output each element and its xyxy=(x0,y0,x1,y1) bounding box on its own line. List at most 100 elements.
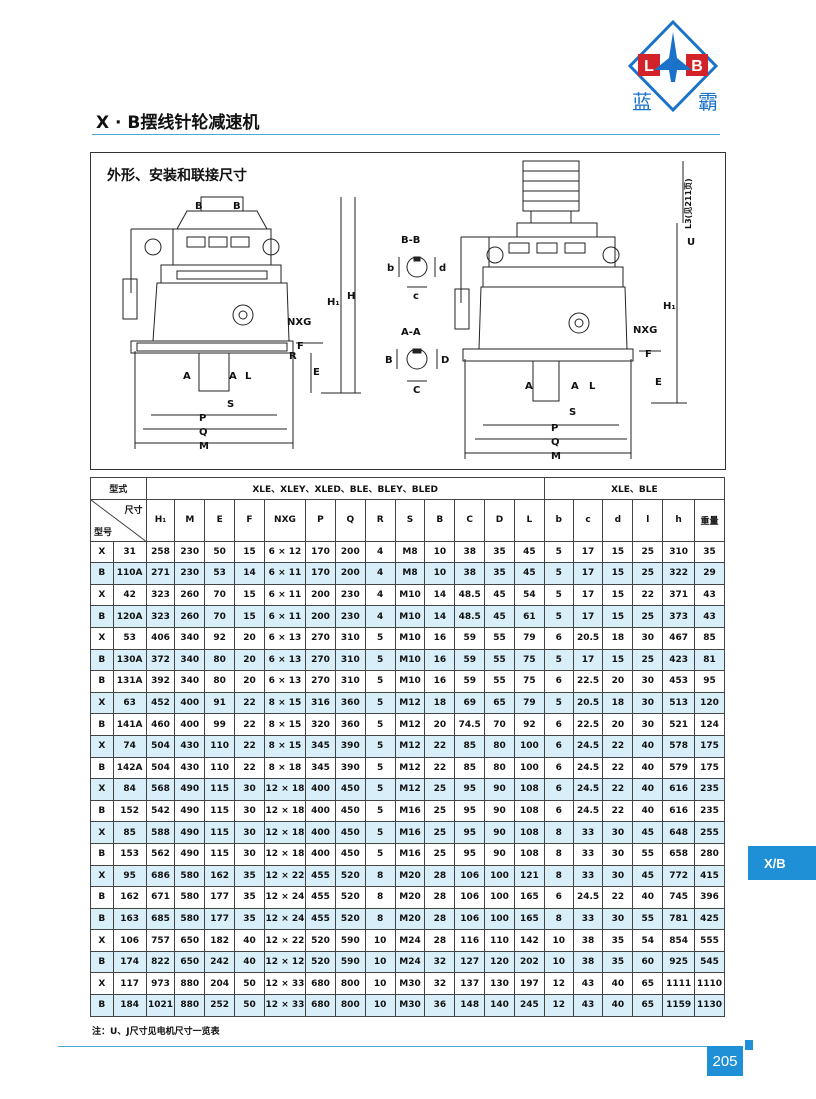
header-model-type: 型式 xyxy=(90,477,147,500)
table-cell: 106 xyxy=(454,907,486,931)
table-cell: 521 xyxy=(662,713,696,736)
table-cell: 24.5 xyxy=(572,778,604,801)
column-header: D xyxy=(484,498,515,542)
column-header: F xyxy=(234,498,265,542)
table-cell: 197 xyxy=(513,972,545,996)
table-cell: 880 xyxy=(174,972,206,996)
label-L-right: L xyxy=(589,381,596,392)
row-model-cell: 152 xyxy=(112,799,147,823)
row-model-cell: 85 xyxy=(112,821,147,844)
table-cell: 504 xyxy=(145,756,176,780)
table-cell: 230 xyxy=(174,562,206,585)
table-cell: 33 xyxy=(572,907,604,931)
table-cell: 5 xyxy=(364,648,396,672)
table-cell: 15 xyxy=(234,540,265,564)
table-cell: 20 xyxy=(234,648,265,672)
svg-text:B: B xyxy=(691,58,703,75)
table-cell: M16 xyxy=(394,842,426,866)
table-cell: 5 xyxy=(364,756,396,780)
table-cell: 8 xyxy=(364,907,396,931)
table-cell: M10 xyxy=(394,605,426,628)
table-cell: 5 xyxy=(543,583,574,607)
column-header: Q xyxy=(334,498,366,542)
table-cell: 6 xyxy=(543,626,574,650)
label-A-right: A xyxy=(525,381,533,392)
table-cell: M16 xyxy=(394,799,426,823)
table-cell: 230 xyxy=(334,583,366,607)
table-cell: 490 xyxy=(174,778,206,801)
table-cell: 22 xyxy=(602,886,634,909)
row-type-cell: B xyxy=(90,799,114,823)
table-cell: 430 xyxy=(174,734,206,758)
table-cell: 310 xyxy=(334,648,366,672)
table-cell: 6 xyxy=(543,799,574,823)
table-cell: 8 xyxy=(364,864,396,888)
table-cell: 14 xyxy=(234,562,265,585)
table-cell: M20 xyxy=(394,907,426,931)
table-cell: M20 xyxy=(394,864,426,888)
table-cell: 40 xyxy=(632,799,664,823)
table-cell: 130 xyxy=(484,972,515,996)
table-cell: 5 xyxy=(364,799,396,823)
table-cell: 650 xyxy=(174,929,206,952)
table-cell: 345 xyxy=(305,756,336,780)
table-cell: 108 xyxy=(513,799,545,823)
table-cell: 360 xyxy=(334,691,366,715)
column-header: B xyxy=(424,498,456,542)
table-cell: 650 xyxy=(174,950,206,974)
table-cell: 100 xyxy=(484,907,515,931)
table-cell: 1111 xyxy=(662,972,696,996)
table-cell: 12 × 24 xyxy=(263,907,307,931)
table-cell: M12 xyxy=(394,734,426,758)
row-type-cell: X xyxy=(90,778,114,801)
table-cell: 781 xyxy=(662,907,696,931)
table-cell: 170 xyxy=(305,540,336,564)
table-cell: 260 xyxy=(174,605,206,628)
table-cell: 455 xyxy=(305,907,336,931)
table-cell: 280 xyxy=(694,842,725,866)
label-AA-section: A-A xyxy=(401,327,421,338)
table-cell: 50 xyxy=(234,972,265,996)
table-cell: M10 xyxy=(394,648,426,672)
label-B-section: B xyxy=(385,355,393,366)
table-cell: 12 × 18 xyxy=(263,799,307,823)
table-cell: 22 xyxy=(602,778,634,801)
table-cell: 10 xyxy=(364,950,396,974)
table-cell: 40 xyxy=(234,950,265,974)
bottom-divider xyxy=(58,1046,742,1047)
table-cell: 270 xyxy=(305,670,336,693)
table-cell: 33 xyxy=(572,821,604,844)
table-cell: 15 xyxy=(234,605,265,628)
table-cell: 25 xyxy=(424,799,456,823)
table-cell: 545 xyxy=(694,950,725,974)
table-cell: 5 xyxy=(364,691,396,715)
table-cell: 8 xyxy=(543,842,574,866)
table-cell: 55 xyxy=(484,626,515,650)
table-cell: 106 xyxy=(454,886,486,909)
table-cell: 772 xyxy=(662,864,696,888)
table-cell: 455 xyxy=(305,886,336,909)
row-model-cell: 53 xyxy=(112,626,147,650)
table-cell: 32 xyxy=(424,950,456,974)
table-cell: 162 xyxy=(204,864,236,888)
table-cell: 542 xyxy=(145,799,176,823)
label-A-right: A xyxy=(571,381,579,392)
row-type-cell: B xyxy=(90,842,114,866)
table-cell: 400 xyxy=(305,778,336,801)
table-cell: 16 xyxy=(424,648,456,672)
table-cell: 70 xyxy=(484,713,515,736)
table-cell: 15 xyxy=(234,583,265,607)
section-tab[interactable]: X/B xyxy=(748,846,816,880)
table-cell: 40 xyxy=(602,994,634,1017)
table-cell: 6 xyxy=(543,756,574,780)
table-cell: 12 × 18 xyxy=(263,842,307,866)
row-type-cell: B xyxy=(90,994,114,1017)
table-cell: 4 xyxy=(364,583,396,607)
table-cell: 35 xyxy=(694,540,725,564)
table-cell: 973 xyxy=(145,972,176,996)
table-cell: 22 xyxy=(234,691,265,715)
header-group-right: XLE、BLE xyxy=(543,477,726,500)
